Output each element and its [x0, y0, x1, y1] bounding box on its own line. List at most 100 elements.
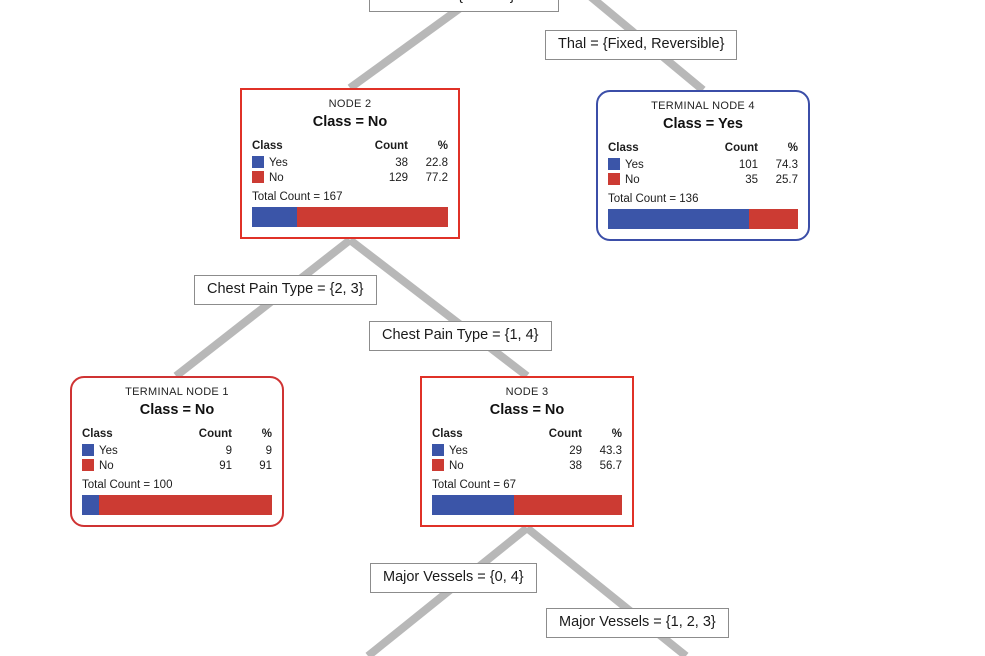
row-count-cell: 9 [225, 444, 232, 457]
edge-label-major-vessels-1-2-3[interactable]: Major Vessels = {1, 2, 3} [546, 608, 729, 638]
edge-label-major-vessels-0-4[interactable]: Major Vessels = {0, 4} [370, 563, 537, 593]
row-class-cell: No [432, 458, 506, 473]
column-header-percent: % [611, 428, 622, 441]
row-class-cell: No [252, 170, 329, 185]
row-class-label: Yes [449, 445, 468, 458]
node-title: NODE 2 [328, 98, 372, 110]
row-count-cell: 29 [569, 444, 582, 457]
row-class-cell: Yes [608, 157, 682, 172]
row-class-cell: No [608, 172, 682, 187]
table-header-row: Class Count % [608, 142, 798, 157]
edge-label-chest-pain-2-3[interactable]: Chest Pain Type = {2, 3} [194, 275, 377, 305]
table-row: Yes 29 43.3 [432, 443, 622, 458]
distribution-segment-no [749, 209, 798, 230]
node-node-3[interactable]: NODE 3 Class = No Class Count % Yes 29 4… [420, 376, 634, 528]
node-total-count: Total Count = 100 [82, 479, 173, 492]
node-stats-table: Class Count % Yes 101 74.3 No 35 [608, 142, 798, 187]
table-row: Yes 9 9 [82, 443, 272, 458]
class-color-swatch-no [252, 171, 264, 184]
edge-label-chest-pain-1-4[interactable]: Chest Pain Type = {1, 4} [369, 321, 552, 351]
node-title: TERMINAL NODE 1 [125, 386, 229, 398]
row-class-label: No [99, 460, 114, 473]
class-color-swatch-yes [252, 156, 264, 169]
row-percent-cell: 56.7 [599, 459, 622, 472]
node-terminal-node-4[interactable]: TERMINAL NODE 4 Class = Yes Class Count … [596, 90, 810, 242]
node-stats-table: Class Count % Yes 9 9 No 91 [82, 428, 272, 473]
column-header-count: Count [374, 140, 408, 153]
node-class-label: Class = Yes [663, 116, 743, 133]
row-count-cell: 38 [395, 156, 408, 169]
table-header-row: Class Count % [432, 428, 622, 443]
column-header-count: Count [198, 428, 232, 441]
column-header-percent: % [261, 428, 272, 441]
row-percent-cell: 91 [259, 459, 272, 472]
row-class-label: No [625, 174, 640, 187]
row-percent-cell: 74.3 [775, 158, 798, 171]
column-header-count: Count [548, 428, 582, 441]
distribution-segment-no [514, 495, 622, 516]
column-header-class: Class [432, 428, 463, 441]
distribution-segment-no [296, 207, 448, 228]
class-color-swatch-yes [608, 158, 620, 171]
row-class-label: No [269, 172, 284, 185]
table-header-row: Class Count % [252, 140, 448, 155]
column-header-count: Count [724, 142, 758, 155]
row-count-cell: 129 [388, 171, 408, 184]
column-header-class: Class [82, 428, 113, 441]
node-node-2[interactable]: NODE 2 Class = No Class Count % Yes 38 2… [240, 88, 460, 240]
distribution-segment-yes [252, 207, 297, 228]
column-header-class: Class [608, 142, 639, 155]
node-class-label: Class = No [139, 402, 215, 419]
row-class-label: No [449, 460, 464, 473]
class-color-swatch-yes [82, 444, 94, 457]
node-class-label: Class = No [312, 114, 388, 131]
table-row: No 35 25.7 [608, 172, 798, 187]
row-percent-cell: 25.7 [775, 173, 798, 186]
row-class-label: Yes [625, 159, 644, 172]
node-title: TERMINAL NODE 4 [651, 100, 755, 112]
class-color-swatch-no [608, 173, 620, 186]
table-row: No 38 56.7 [432, 458, 622, 473]
node-stats-table: Class Count % Yes 29 43.3 No 38 [432, 428, 622, 473]
row-class-label: Yes [269, 157, 288, 170]
table-row: No 129 77.2 [252, 170, 448, 185]
row-percent-cell: 43.3 [599, 444, 622, 457]
edge-node2-to-terminal1 [173, 236, 353, 380]
row-count-cell: 38 [569, 459, 582, 472]
node-distribution-bar [82, 495, 272, 516]
edge-label-thal-normal[interactable]: Thal = {Normal} [369, 0, 559, 12]
row-class-cell: Yes [82, 443, 156, 458]
node-distribution-bar [608, 209, 798, 230]
row-class-cell: Yes [432, 443, 506, 458]
row-percent-cell: 9 [265, 444, 272, 457]
node-terminal-node-1[interactable]: TERMINAL NODE 1 Class = No Class Count %… [70, 376, 284, 528]
node-distribution-bar [252, 207, 448, 228]
node-stats-table: Class Count % Yes 38 22.8 No 129 [252, 140, 448, 185]
row-count-cell: 35 [745, 173, 758, 186]
row-class-cell: Yes [252, 155, 329, 170]
distribution-segment-yes [82, 495, 100, 516]
row-count-cell: 91 [219, 459, 232, 472]
table-row: Yes 38 22.8 [252, 155, 448, 170]
node-distribution-bar [432, 495, 622, 516]
table-row: No 91 91 [82, 458, 272, 473]
column-header-percent: % [437, 140, 448, 153]
row-class-cell: No [82, 458, 156, 473]
row-count-cell: 101 [738, 158, 758, 171]
table-header-row: Class Count % [82, 428, 272, 443]
distribution-segment-no [99, 495, 272, 516]
edge-label-thal-fixed-reversible[interactable]: Thal = {Fixed, Reversible} [545, 30, 738, 60]
node-class-label: Class = No [489, 402, 565, 419]
node-total-count: Total Count = 67 [432, 479, 517, 492]
row-percent-cell: 22.8 [425, 156, 448, 169]
class-color-swatch-yes [432, 444, 444, 457]
row-percent-cell: 77.2 [425, 171, 448, 184]
row-class-label: Yes [99, 445, 118, 458]
distribution-segment-yes [432, 495, 515, 516]
node-total-count: Total Count = 167 [252, 191, 343, 204]
edge-node2-to-node3 [347, 236, 530, 380]
column-header-class: Class [252, 140, 283, 153]
table-row: Yes 101 74.3 [608, 157, 798, 172]
edge-root-to-node2 [347, 2, 466, 92]
